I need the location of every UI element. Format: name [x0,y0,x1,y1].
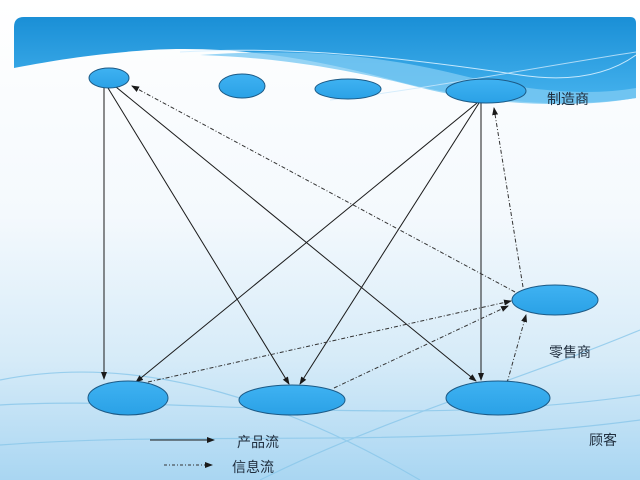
legend [150,437,215,468]
customer-node-1[interactable] [87,380,169,416]
manufacturer-node-2[interactable] [218,73,266,99]
customer-nodes [87,380,551,416]
customer-node-2[interactable] [238,384,346,416]
legend-product-flow-label: 产品流 [237,435,279,451]
retailer-node-1[interactable] [511,284,599,316]
retailer-label: 零售商 [549,345,591,361]
customer-node-3[interactable] [445,380,551,416]
customer-label: 顾客 [589,433,617,449]
manufacturer-node-1[interactable] [88,67,130,89]
product-flow-edges [101,86,484,385]
manufacturer-label: 制造商 [547,92,589,108]
retailer-nodes [511,284,599,316]
manufacturer-nodes [88,67,527,104]
info-flow-edges [131,85,528,389]
manufacturer-node-3[interactable] [314,78,382,100]
legend-info-flow-label: 信息流 [232,460,274,476]
manufacturer-node-4[interactable] [445,78,527,104]
